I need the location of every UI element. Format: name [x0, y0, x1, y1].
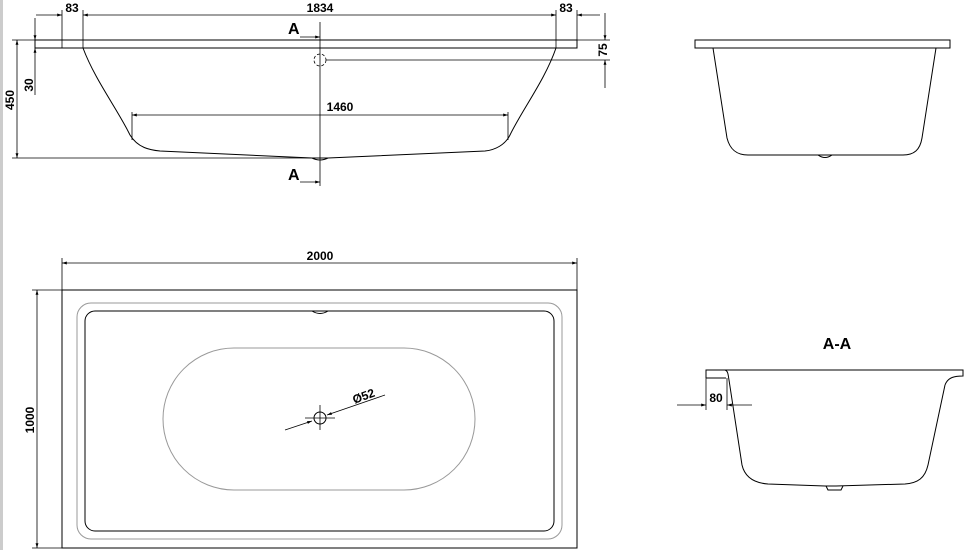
section-title: A-A — [823, 336, 852, 353]
dim-bottom-length: 1460 — [327, 100, 354, 114]
tub-basin-oval — [162, 347, 476, 491]
dim-overflow-depth: 75 — [596, 43, 610, 57]
section-marker-top: A — [288, 21, 300, 38]
section-marker-bottom: A — [288, 167, 300, 184]
side-tub-body — [82, 47, 557, 159]
dim-rim-width: 80 — [709, 391, 723, 405]
plan-outline — [61, 289, 578, 549]
plan-view: Ø52 2000 1000 — [23, 249, 578, 549]
side-view: 83 1834 83 A A 450 30 75 1460 — [3, 1, 610, 186]
dim-length: 2000 — [307, 249, 334, 263]
dim-width: 1000 — [23, 406, 37, 433]
dim-drain-diameter: Ø52 — [351, 386, 377, 407]
end-view — [694, 39, 951, 158]
dim-left-rim: 83 — [65, 1, 79, 15]
dim-right-rim: 83 — [559, 1, 573, 15]
left-border — [0, 0, 3, 550]
dim-rim-thickness: 30 — [22, 78, 36, 92]
dim-inner-length: 1834 — [307, 1, 334, 15]
section-view: A-A 80 — [677, 336, 964, 491]
side-rim — [34, 39, 578, 49]
dim-total-height: 450 — [3, 90, 17, 110]
